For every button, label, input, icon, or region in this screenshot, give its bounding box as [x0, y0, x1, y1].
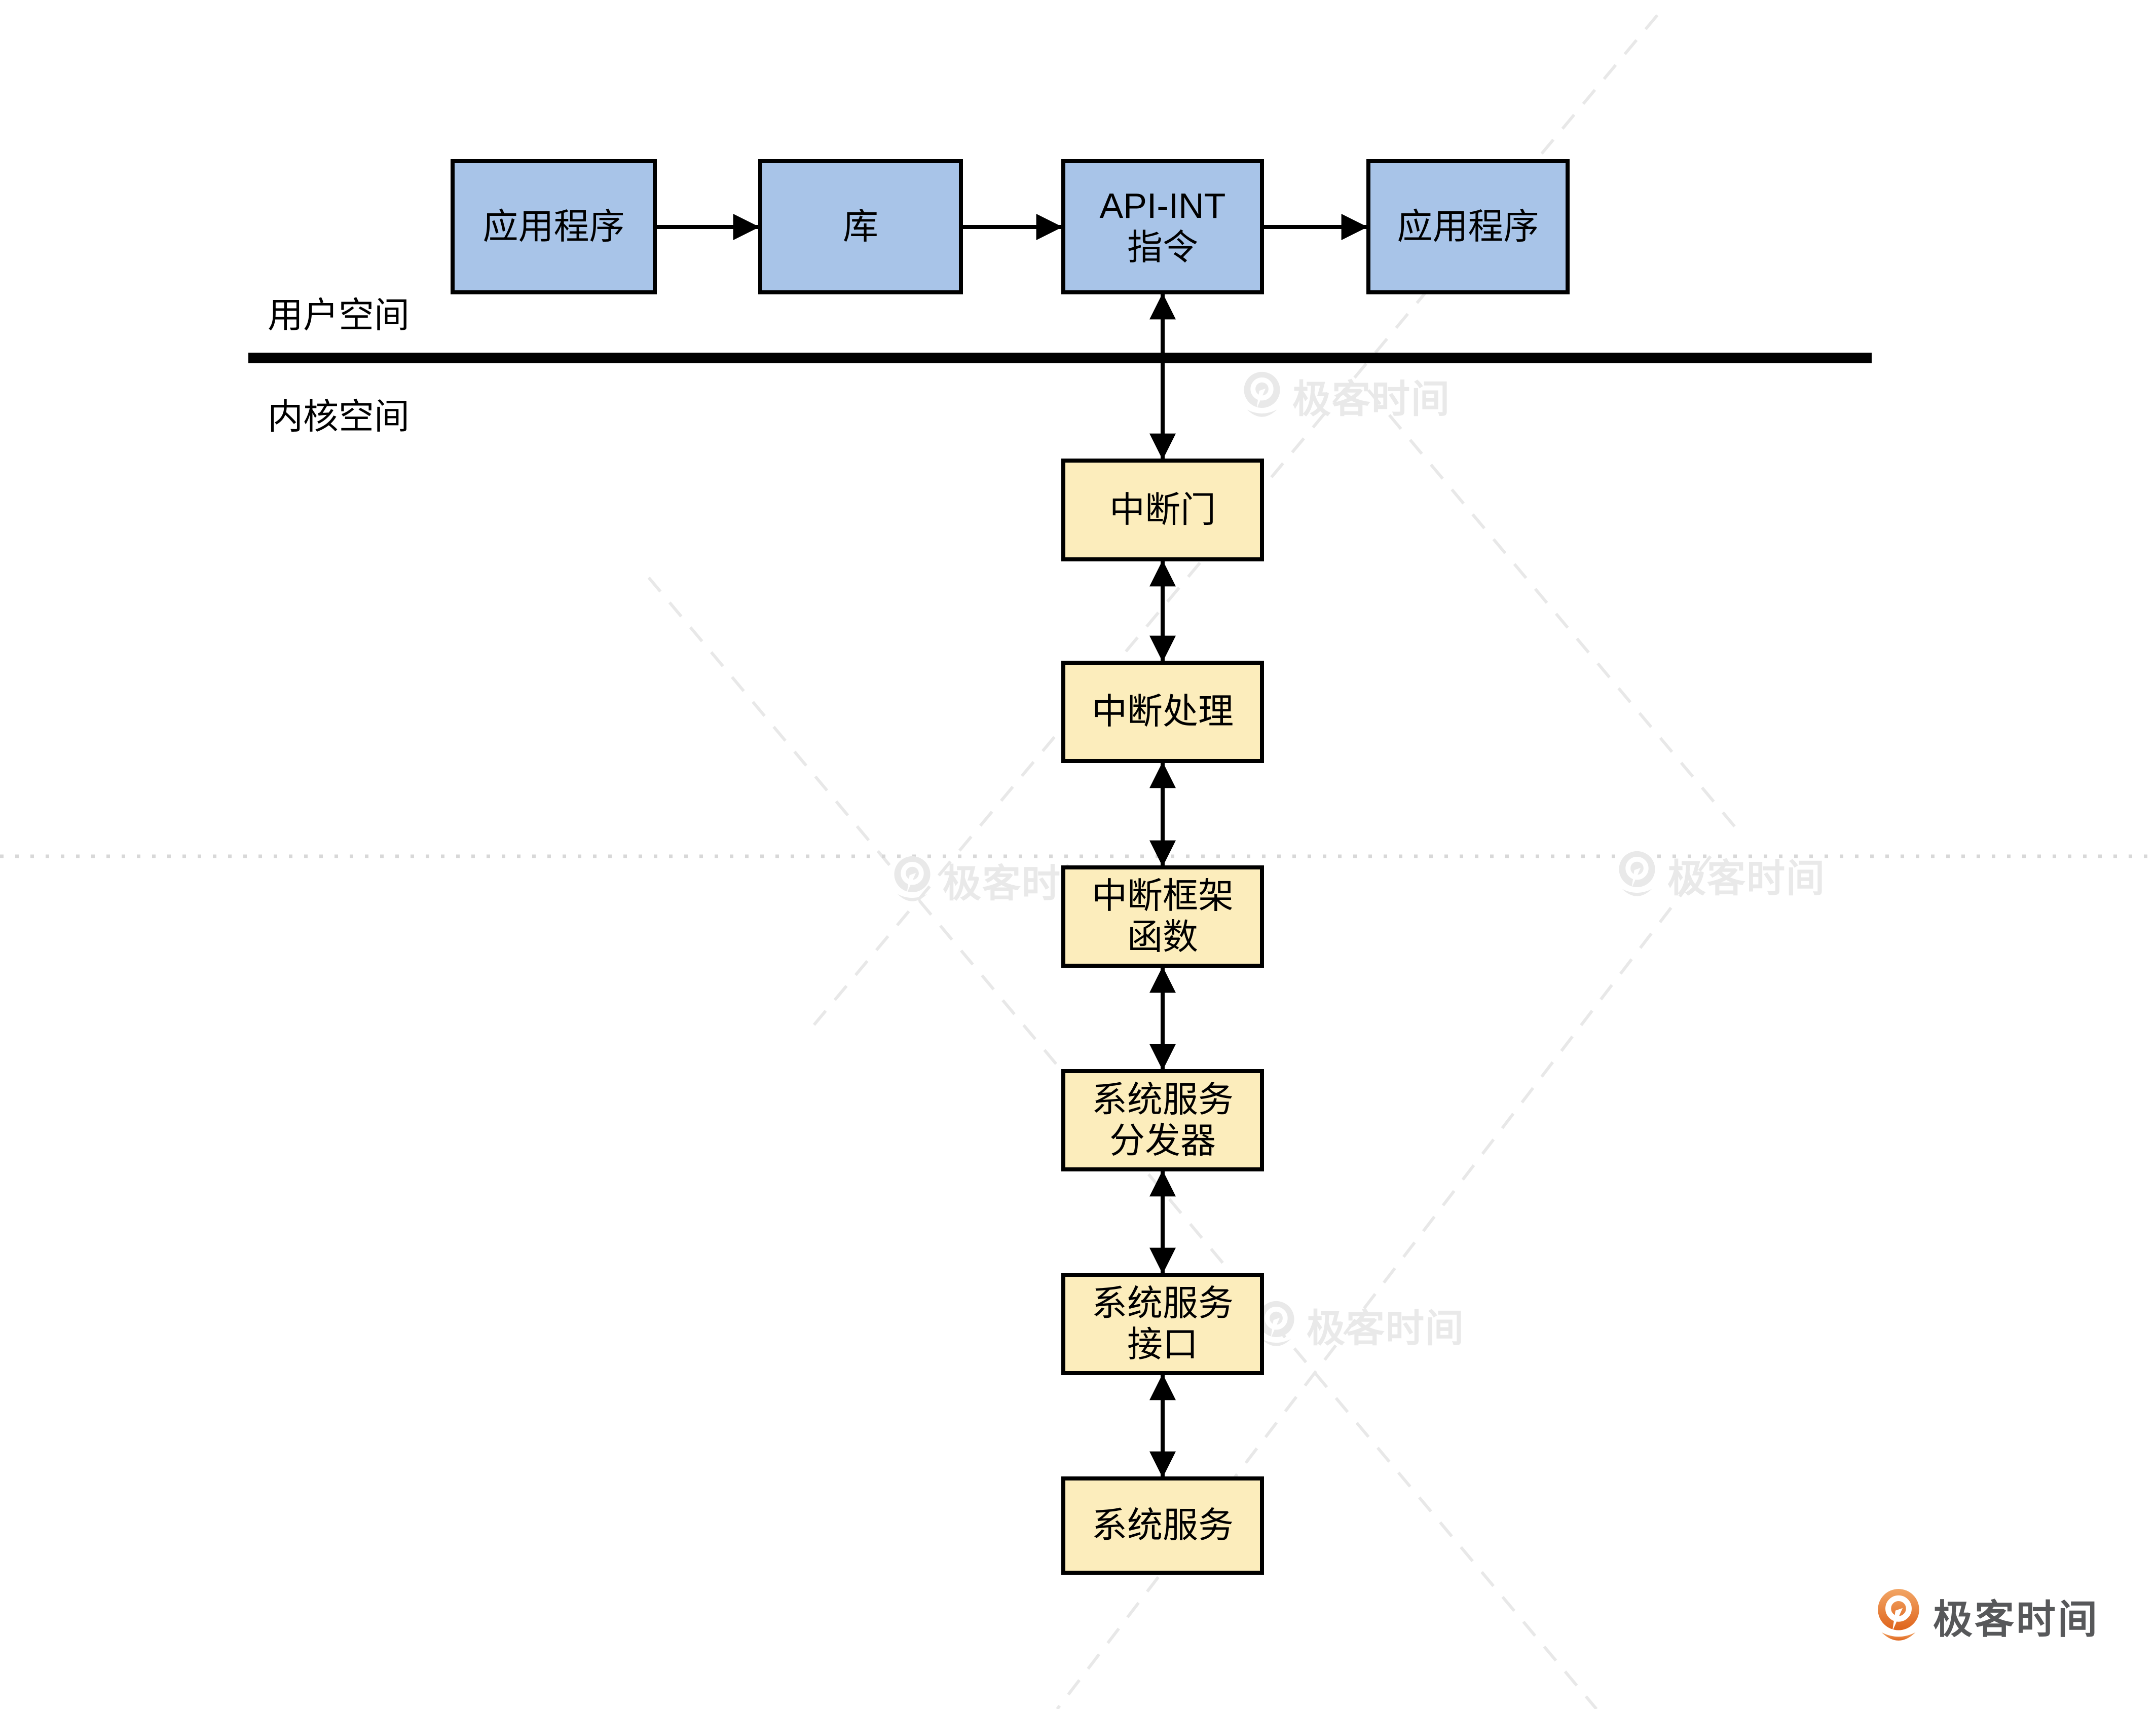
- kernel-space-label: 内核空间: [268, 397, 410, 436]
- user-kernel-separator-line: [248, 353, 1872, 363]
- geektime-logo-icon: [1244, 371, 1280, 417]
- library-box: 库: [758, 159, 963, 294]
- watermark-geektime: 极客时间: [1256, 1297, 1465, 1353]
- watermark-text: 极客时间: [1667, 857, 1826, 900]
- watermark-text: 极客时间: [1307, 1307, 1465, 1350]
- system-service-interface-box: 系统服务 接口: [1061, 1273, 1264, 1375]
- watermark-geektime: 极客时间: [1617, 847, 1826, 903]
- app-box-left: 应用程序: [451, 159, 657, 294]
- watermark-geektime: 极客时间: [1242, 368, 1451, 424]
- user-space-label: 用户空间: [268, 295, 410, 335]
- brand-text: 极客时间: [1933, 1597, 2100, 1642]
- app-box-right: 应用程序: [1366, 159, 1570, 294]
- api-int-box: API-INT 指令: [1061, 159, 1264, 294]
- geektime-logo-icon: [894, 856, 931, 901]
- geektime-brand: 极客时间: [1875, 1588, 2099, 1645]
- interrupt-framework-func-box: 中断框架 函数: [1061, 865, 1264, 968]
- geektime-logo-icon: [1258, 1301, 1294, 1346]
- system-service-box: 系统服务: [1061, 1476, 1264, 1575]
- geektime-logo-icon: [1878, 1589, 1919, 1641]
- diagonal-dashed-line: [1056, 855, 1712, 1709]
- system-service-dispatcher-box: 系统服务 分发器: [1061, 1069, 1264, 1171]
- geektime-logo-icon: [1619, 851, 1655, 896]
- watermark-text: 极客时间: [1292, 378, 1451, 421]
- interrupt-handling-box: 中断处理: [1061, 661, 1264, 763]
- interrupt-gate-box: 中断门: [1061, 459, 1264, 561]
